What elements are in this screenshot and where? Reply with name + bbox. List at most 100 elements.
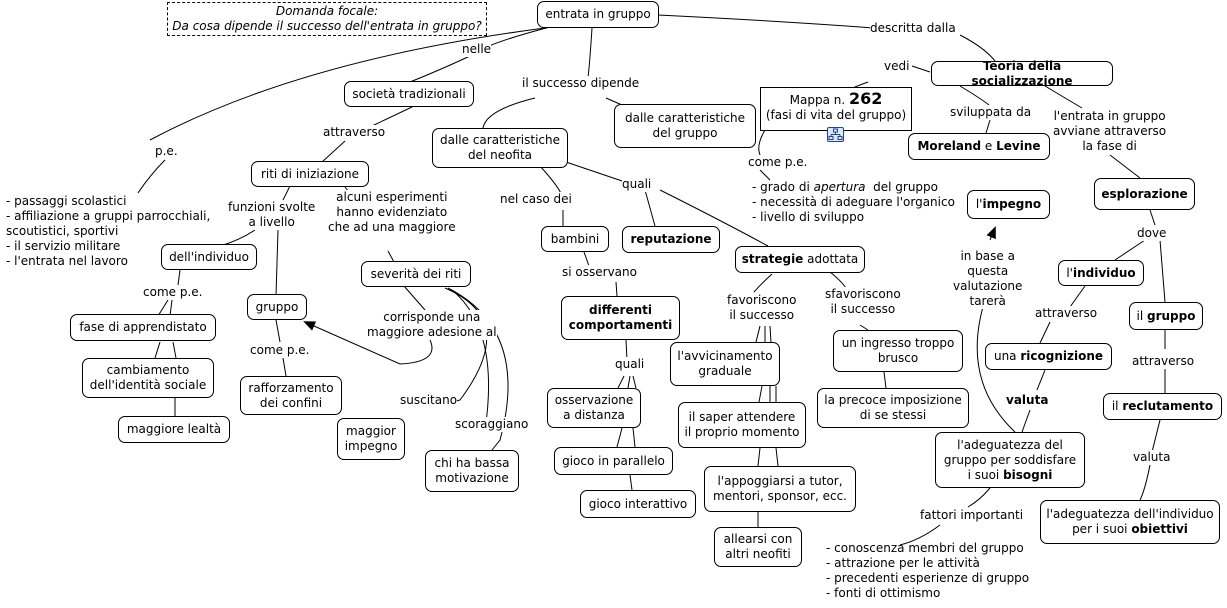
- node-dell-individuo[interactable]: dell'individuo: [161, 244, 257, 270]
- link-label-line: favoriscono: [727, 293, 797, 307]
- node-bambini[interactable]: bambini: [541, 226, 609, 252]
- node-label-pre: il: [1111, 399, 1123, 413]
- node-riti-di-iniziazione[interactable]: riti di iniziazione: [251, 161, 369, 187]
- node-rafforzamento-confini[interactable]: rafforzamento dei confini: [240, 376, 342, 415]
- link-label-line: valutazione: [953, 279, 1023, 293]
- node-label: severità dei riti: [370, 266, 462, 281]
- node-maggiore-lealta[interactable]: maggiore lealtà: [118, 416, 230, 443]
- node-label-line2: brusco: [877, 351, 919, 365]
- node-caratteristiche-neofita[interactable]: dalle caratteristiche del neofita: [432, 128, 568, 168]
- list-item: - precedenti esperienze di gruppo: [826, 571, 1030, 585]
- node-mappa-262[interactable]: Mappa n. 262 (fasi di vita del gruppo): [760, 87, 912, 131]
- node-label-line2: motivazione: [435, 471, 509, 485]
- list-item: - l'entrata nel lavoro: [6, 254, 128, 268]
- node-cambiamento-identita[interactable]: cambiamento dell'identità sociale: [82, 358, 214, 398]
- node-label-pre: una: [993, 349, 1021, 363]
- link-label-line: maggiore adesione al: [367, 325, 497, 339]
- node-esplorazione[interactable]: esplorazione: [1094, 178, 1195, 210]
- link-label-attraverso: attraverso: [323, 125, 386, 140]
- node-appoggiarsi-tutor[interactable]: l'appoggiarsi a tutor, mentori, sponsor,…: [704, 466, 856, 512]
- node-allearsi-neofiti[interactable]: allearsi con altri neofiti: [714, 527, 802, 567]
- node-label-line2: il proprio momento: [684, 425, 800, 439]
- node-gioco-interattivo[interactable]: gioco interattivo: [580, 490, 696, 518]
- node-severita-dei-riti[interactable]: severità dei riti: [361, 261, 471, 287]
- node-label-pre: il: [1136, 308, 1147, 323]
- list-item-em: apertura: [813, 180, 866, 194]
- node-osservazione-a-distanza[interactable]: osservazione a distanza: [547, 388, 641, 428]
- link-label-successo-dipende: il successo dipende: [522, 76, 640, 91]
- node-maggior-impegno[interactable]: maggior impegno: [337, 418, 405, 460]
- link-label-line: questa: [967, 264, 1009, 278]
- node-label: gioco interattivo: [588, 496, 688, 511]
- node-differenti-comportamenti[interactable]: differenti comportamenti: [561, 296, 680, 340]
- link-label-come-pe: come p.e.: [748, 155, 808, 170]
- node-il-gruppo[interactable]: il gruppo: [1129, 302, 1203, 330]
- node-saper-attendere[interactable]: il saper attendere il proprio momento: [678, 402, 806, 448]
- link-label-line: alcuni esperimenti: [336, 190, 448, 204]
- link-label-entrata-avvia: l'entrata in gruppo avviane attraverso l…: [1053, 109, 1167, 154]
- node-label: gioco in parallelo: [562, 453, 665, 468]
- linked-map-icon[interactable]: [827, 127, 844, 142]
- node-label: reputazione: [630, 232, 712, 246]
- list-item: - conoscenza membri del gruppo: [826, 541, 1024, 555]
- list-item: scoutistici, sportivi: [6, 224, 119, 238]
- list-caratteristiche-gruppo: - grado di apertura del gruppo - necessi…: [752, 180, 955, 225]
- link-label-quali: quali: [622, 177, 652, 192]
- link-label-funzioni-svolte: funzioni svolte a livello: [228, 200, 316, 230]
- node-label: esplorazione: [1101, 186, 1188, 201]
- focal-question: Domanda focale: Da cosa dipende il succe…: [167, 2, 487, 36]
- node-impegno[interactable]: l'impegno: [967, 190, 1050, 219]
- list-item: - passaggi scolastici: [6, 194, 127, 208]
- node-entrata-in-gruppo[interactable]: entrata in gruppo: [537, 1, 659, 28]
- link-label-suscitano: suscitano: [400, 393, 458, 408]
- node-bassa-motivazione[interactable]: chi ha bassa motivazione: [425, 450, 519, 492]
- link-label-scoraggiano: scoraggiano: [455, 417, 529, 432]
- node-label-line2-bold: obiettivi: [1131, 522, 1188, 536]
- node-label: dell'individuo: [169, 249, 249, 264]
- list-passaggi: - passaggi scolastici - affiliazione a g…: [6, 194, 210, 269]
- node-label-mid: e: [981, 139, 997, 153]
- link-label-descritta-dalla: descritta dalla: [870, 21, 956, 36]
- node-fase-di-apprendistato[interactable]: fase di apprendistato: [70, 314, 216, 341]
- node-reputazione[interactable]: reputazione: [622, 226, 720, 253]
- link-label-come-pe: come p.e.: [143, 285, 203, 300]
- node-reclutamento[interactable]: il reclutamento: [1103, 393, 1222, 420]
- link-label-sviluppata-da: sviluppata da: [950, 105, 1032, 120]
- list-item: - fonti di ottimismo: [826, 586, 941, 600]
- node-label: riti di iniziazione: [260, 166, 360, 181]
- mappa-prefix: Mappa n.: [789, 93, 849, 107]
- node-teoria-socializzazione[interactable]: Teoria della socializzazione: [931, 58, 1113, 88]
- link-label-esperimenti: alcuni esperimenti hanno evidenziato che…: [328, 190, 456, 235]
- node-societa-tradizionali[interactable]: società tradizionali: [344, 81, 474, 107]
- link-label-favoriscono: favoriscono il successo: [727, 293, 797, 323]
- node-label-line2: a distanza: [563, 408, 625, 422]
- node-ingresso-brusco[interactable]: un ingresso troppo brusco: [833, 330, 963, 372]
- node-l-individuo[interactable]: l'individuo: [1058, 260, 1144, 286]
- link-label-pe: p.e.: [155, 144, 178, 159]
- node-label-line2: del neofita: [467, 148, 533, 162]
- node-moreland-levine[interactable]: Moreland e Levine: [908, 133, 1050, 160]
- node-ricognizione[interactable]: una ricognizione: [985, 343, 1112, 370]
- link-label-quali: quali: [615, 357, 645, 372]
- link-label-line: hanno evidenziato: [336, 205, 448, 219]
- node-adeguatezza-individuo[interactable]: l'adeguatezza dell'individuo per i suoi …: [1040, 500, 1220, 544]
- node-gruppo-livello[interactable]: gruppo: [247, 294, 307, 320]
- focal-question-title: Domanda focale:: [275, 4, 379, 18]
- link-label-attraverso: attraverso: [1132, 354, 1195, 369]
- list-item-post: del gruppo: [865, 180, 938, 194]
- node-precoce-imposizione[interactable]: la precoce imposizione di se stessi: [817, 388, 969, 428]
- node-label-line3: i suoi bisogni: [968, 468, 1053, 483]
- node-adeguatezza-gruppo[interactable]: l'adeguatezza del gruppo per soddisfare …: [935, 432, 1085, 488]
- mappa-title: Mappa n. 262: [761, 91, 911, 108]
- list-item: - necessità di adeguare l'organico: [752, 195, 955, 209]
- node-avvicinamento-graduale[interactable]: l'avvicinamento graduale: [670, 342, 780, 386]
- node-strategie-adottata[interactable]: strategie adottata: [735, 246, 865, 273]
- node-gioco-in-parallelo[interactable]: gioco in parallelo: [554, 447, 673, 475]
- node-label-bold: ricognizione: [1020, 349, 1104, 363]
- node-label-bold: reclutamento: [1122, 399, 1214, 413]
- link-label-corrisponde: corrisponde una maggiore adesione al: [367, 310, 497, 340]
- list-item-pre: - grado di: [752, 180, 814, 194]
- node-caratteristiche-gruppo[interactable]: dalle caratteristiche del gruppo: [614, 104, 756, 148]
- link-label-line: in base a: [960, 249, 1015, 263]
- node-label: Teoria della socializzazione: [971, 58, 1073, 88]
